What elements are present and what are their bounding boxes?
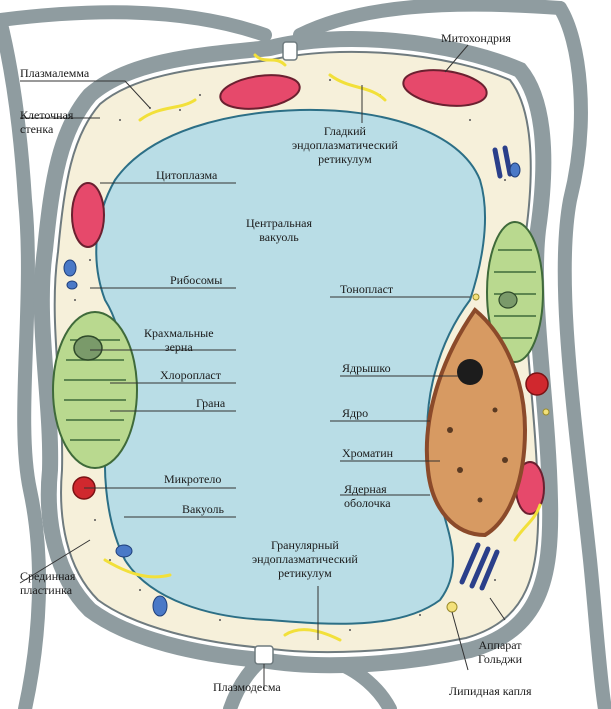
lipid-droplets: [446, 293, 550, 613]
label-nucleus: Ядро: [342, 406, 369, 420]
label-nucleolus: Ядрышко: [342, 361, 391, 375]
label-tonoplast: Тонопласт: [340, 282, 394, 296]
label-lipid-droplet: Липидная капля: [449, 684, 532, 698]
label-chromatin: Хроматин: [342, 446, 394, 460]
label-ribosomes: Рибосомы: [170, 273, 223, 287]
endoplasmic-reticulum: [103, 53, 542, 642]
label-nuclear-envelope: Ядерная оболочка: [344, 482, 391, 510]
label-golgi: Аппарат Гольджи: [478, 638, 523, 666]
label-cytoplasm: Цитоплазма: [156, 168, 218, 182]
label-cell-wall: Клеточная стенка: [20, 108, 74, 136]
nucleus: [424, 307, 528, 538]
label-chloroplast: Хлоропласт: [160, 368, 221, 382]
label-plasmodesma: Плазмодесма: [213, 680, 281, 694]
label-microbody: Микротело: [164, 472, 222, 486]
golgi-apparatus: [459, 145, 513, 591]
label-grana: Грана: [196, 396, 226, 410]
label-plasmalemma: Плазмалемма: [20, 66, 90, 80]
label-vacuole: Вакуоль: [182, 502, 224, 516]
label-mitochondrion: Митохондрия: [441, 31, 511, 45]
label-smooth-er: Гладкий эндоплазматический ретикулум: [292, 124, 398, 166]
label-rough-er: Гранулярный эндоплазматический ретикулум: [252, 538, 358, 580]
leader-lines: [19, 44, 506, 690]
label-starch-grains: Крахмальные зерна: [144, 326, 214, 354]
chloroplasts: [52, 221, 544, 469]
mitochondria: [71, 69, 545, 515]
small-vacuoles: [63, 162, 521, 617]
label-central-vacuole: Центральная вакуоль: [246, 216, 312, 244]
label-middle-lamella: Срединная пластинка: [20, 569, 76, 597]
